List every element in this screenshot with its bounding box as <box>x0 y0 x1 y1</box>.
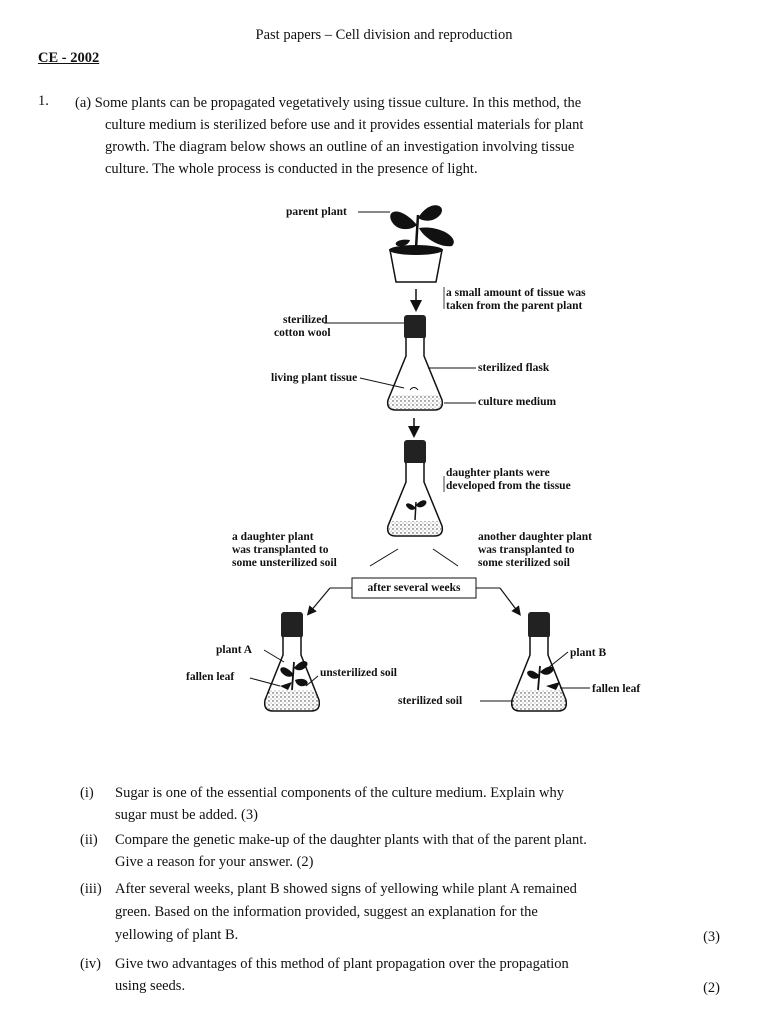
subquestion-line: using seeds. <box>115 978 186 994</box>
intro-line-1: (a) Some plants can be propagated vegeta… <box>75 95 582 111</box>
label-daughter-2: developed from the tissue <box>446 480 571 492</box>
subquestion-line: Give two advantages of this method of pl… <box>115 956 569 972</box>
flask-plant-b-icon <box>510 612 568 712</box>
label-sterilized-soil: sterilized soil <box>398 695 463 707</box>
subquestion-line: yellowing of plant B. <box>115 927 239 943</box>
subquestion-number: (i) <box>80 785 94 801</box>
subquestion-line: Compare the genetic make-up of the daugh… <box>115 832 587 848</box>
subquestion-line: Give a reason for your answer. (2) <box>115 854 314 870</box>
flask-daughter-plants-icon <box>386 440 444 537</box>
label-unsterilized-soil: unsterilized soil <box>320 667 397 679</box>
parent-plant-icon <box>389 205 454 283</box>
label-plant-a: plant A <box>216 644 253 656</box>
intro-line-4: culture. The whole process is conducted … <box>105 161 478 177</box>
subquestion-line: Sugar is one of the essential components… <box>115 785 564 801</box>
label-daughter-1: daughter plants were <box>446 467 550 479</box>
mark-allocation: (2) <box>703 980 720 996</box>
label-parent-plant: parent plant <box>286 206 347 218</box>
exam-code: CE - 2002 <box>38 50 100 66</box>
flask-plant-a-icon <box>263 612 321 712</box>
label-left-1: a daughter plant <box>232 531 314 543</box>
label-after-several-weeks: after several weeks <box>367 582 461 594</box>
mark-allocation: (3) <box>703 929 720 945</box>
subquestion-line: sugar must be added. (3) <box>115 807 258 823</box>
label-right-3: some sterilized soil <box>478 557 570 569</box>
intro-line-2: culture medium is sterilized before use … <box>105 117 584 133</box>
subquestion-iv: (iv) Give two advantages of this method … <box>80 953 720 999</box>
label-sterilized: sterilized <box>283 314 328 326</box>
label-living-plant-tissue: living plant tissue <box>271 372 358 384</box>
label-fallen-leaf-a: fallen leaf <box>186 671 235 683</box>
label-culture-medium: culture medium <box>478 396 557 408</box>
label-tissue-taken-1: a small amount of tissue was <box>446 287 586 299</box>
subquestion-i: (i) Sugar is one of the essential compon… <box>80 782 720 826</box>
subquestion-line: After several weeks, plant B showed sign… <box>115 881 577 897</box>
subquestion-ii: (ii) Compare the genetic make-up of the … <box>80 829 720 873</box>
question-intro: (a) Some plants can be propagated vegeta… <box>75 92 717 180</box>
label-left-3: some unsterilized soil <box>232 557 337 569</box>
label-fallen-leaf-b: fallen leaf <box>592 683 641 695</box>
label-plant-b: plant B <box>570 647 607 659</box>
label-left-2: was transplanted to <box>232 544 329 556</box>
question-number: 1. <box>38 93 49 109</box>
subquestion-number: (iii) <box>80 881 102 897</box>
label-right-2: was transplanted to <box>478 544 575 556</box>
label-tissue-taken-2: taken from the parent plant <box>446 300 583 312</box>
sterilized-flask-icon <box>386 315 444 411</box>
label-cotton-wool: cotton wool <box>274 327 331 339</box>
subquestion-number: (ii) <box>80 832 98 848</box>
page-title: Past papers – Cell division and reproduc… <box>255 27 513 43</box>
intro-line-3: growth. The diagram below shows an outli… <box>105 139 575 155</box>
label-right-1: another daughter plant <box>478 531 592 543</box>
subquestion-number: (iv) <box>80 956 101 972</box>
subquestion-iii: (iii) After several weeks, plant B showe… <box>80 878 720 946</box>
subquestion-line: green. Based on the information provided… <box>115 904 538 920</box>
label-sterilized-flask: sterilized flask <box>478 362 550 374</box>
